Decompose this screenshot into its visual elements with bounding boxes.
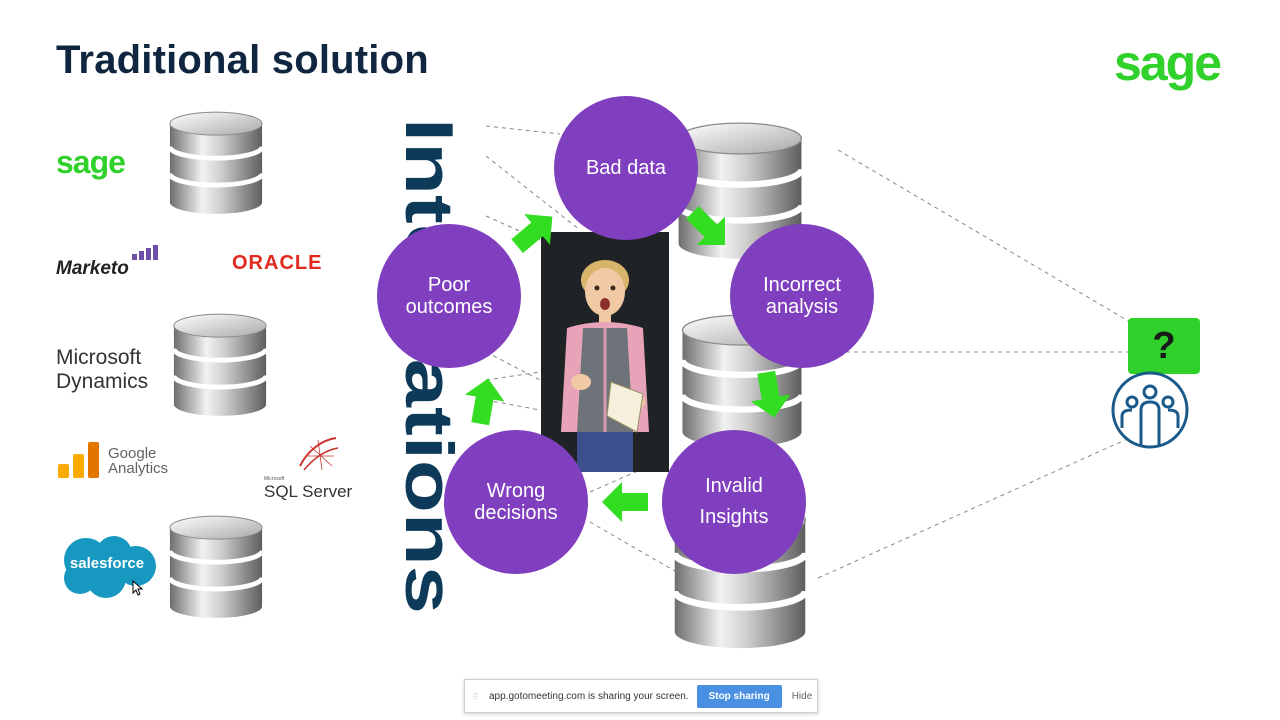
sage-brand-logo: sage	[1114, 35, 1222, 91]
question-icon: ?	[1128, 318, 1200, 374]
user-group-icon	[1111, 371, 1189, 449]
hide-button[interactable]: Hide	[791, 690, 813, 702]
cycle-arrow-icon	[750, 370, 791, 418]
logo-microsoft-dynamics: Microsoft Dynamics	[56, 346, 149, 393]
cycle-arrow-icon	[686, 206, 725, 245]
share-status-message: app.gotomeeting.com is sharing your scre…	[489, 690, 689, 702]
salesforce-cloud-icon	[64, 536, 156, 598]
drag-handle-icon[interactable]: ⁞⁞	[473, 691, 479, 701]
logo-salesforce: salesforce	[69, 555, 145, 572]
logo-google-analytics: Google Analytics	[108, 445, 169, 477]
stop-sharing-button[interactable]: Stop sharing	[696, 684, 782, 708]
google-analytics-icon	[58, 442, 99, 478]
sql-server-icon	[299, 437, 339, 471]
logo-sql-server: Microsoft SQL Server	[264, 476, 353, 501]
logo-marketo: Marketo	[56, 258, 129, 279]
cycle-arrow-icon	[602, 482, 648, 522]
logo-sage: sage	[56, 144, 126, 180]
cycle-arrow-icon	[511, 214, 553, 254]
child-illustration	[541, 232, 669, 472]
cycle-bad-data: Bad data	[554, 96, 698, 240]
cursor-icon	[132, 580, 144, 596]
slide-title: Traditional solution	[56, 38, 429, 82]
marketo-bars-icon	[132, 245, 158, 260]
cycle-arrow-icon	[464, 378, 505, 426]
screen-share-bar: ⁞⁞ app.gotomeeting.com is sharing your s…	[464, 679, 818, 713]
surprised-child-photo	[541, 232, 669, 472]
logo-oracle: ORACLE	[232, 252, 323, 274]
